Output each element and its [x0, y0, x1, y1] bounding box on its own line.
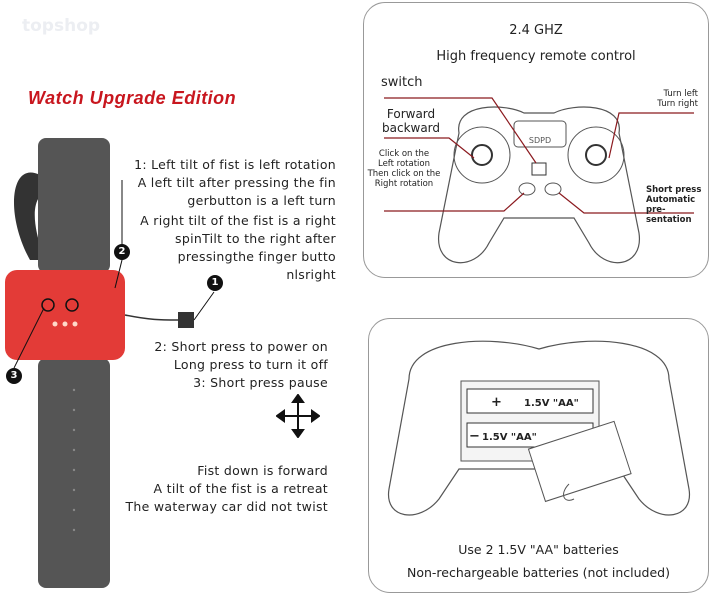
tilt-instructions: 1: Left tilt of fist is left rotation A …: [100, 156, 336, 284]
remote-back-drawing: [388, 340, 690, 516]
text-line: spinTilt to the right after: [175, 231, 336, 246]
watch-illustration: [5, 138, 215, 588]
battery-cell-2: 1.5V "AA": [482, 432, 537, 443]
text-line: 3: Short press pause: [193, 375, 328, 390]
text-line: 2: Short press to power on: [154, 339, 328, 354]
text-line: A tilt of the fist is a retreat: [153, 481, 328, 496]
text-line: A right tilt of the fist is a right: [140, 213, 336, 228]
text-line: The waterway car did not twist: [125, 499, 328, 514]
marker-1: 1: [207, 275, 223, 291]
remote-logo: SDPD: [529, 136, 551, 145]
plus-sign: +: [491, 395, 502, 410]
remote-subtitle: High frequency remote control: [436, 49, 636, 64]
watch-body: [5, 270, 125, 360]
move-arrows-icon: [276, 394, 320, 438]
lower-strap: [38, 358, 110, 588]
text-line: Right rotation: [374, 179, 434, 189]
remote-drawing: SDPD: [384, 97, 694, 264]
text-line: pressingthe finger butto: [177, 249, 336, 264]
fist-instructions: Fist down is forward A tilt of the fist …: [100, 462, 328, 516]
battery-instruction-1: Use 2 1.5V "AA" batteries: [458, 542, 619, 557]
text-line: A left tilt after pressing the fin: [137, 175, 336, 190]
battery-instruction-2: Non-rechargeable batteries (not included…: [406, 565, 670, 580]
marker-2: 2: [114, 244, 130, 260]
power-instructions: 2: Short press to power on Long press to…: [100, 338, 328, 392]
text-line: Turn left: [663, 89, 699, 99]
battery-cell-1: 1.5V "AA": [524, 398, 579, 409]
text-line: Fist down is forward: [197, 463, 328, 478]
page-title: Watch Upgrade Edition: [28, 88, 237, 108]
upper-strap: [38, 138, 110, 273]
strap-loop: [13, 172, 55, 260]
battery-panel: + 1.5V "AA" − 1.5V "AA" Use 2 1.5V "AA" …: [368, 318, 709, 593]
text-line: Long press to turn it off: [173, 357, 328, 372]
text-line: Then click on the: [367, 169, 441, 179]
text-line: nlsright: [286, 267, 336, 282]
freq-label: 2.4 GHZ: [509, 23, 563, 38]
text-line: Turn right: [657, 99, 698, 109]
text-line: Click on the: [378, 149, 430, 159]
text-line: Left rotation: [377, 159, 431, 169]
text-line: sentation: [646, 215, 692, 225]
marker-3: 3: [6, 368, 22, 384]
text-line: gerbutton is a left turn: [187, 193, 336, 208]
watermark: topshop: [22, 16, 101, 36]
text-line: Short press: [646, 185, 702, 195]
remote-panel: 2.4 GHZ High frequency remote control SD…: [363, 2, 709, 278]
backward-text: backward: [382, 121, 441, 135]
switch-label: switch: [381, 75, 423, 90]
text-line: 1: Left tilt of fist is left rotation: [134, 157, 336, 172]
minus-sign: −: [469, 429, 480, 444]
text-line: Automatic pre-: [646, 195, 696, 215]
forward-text: Forward: [386, 107, 436, 121]
